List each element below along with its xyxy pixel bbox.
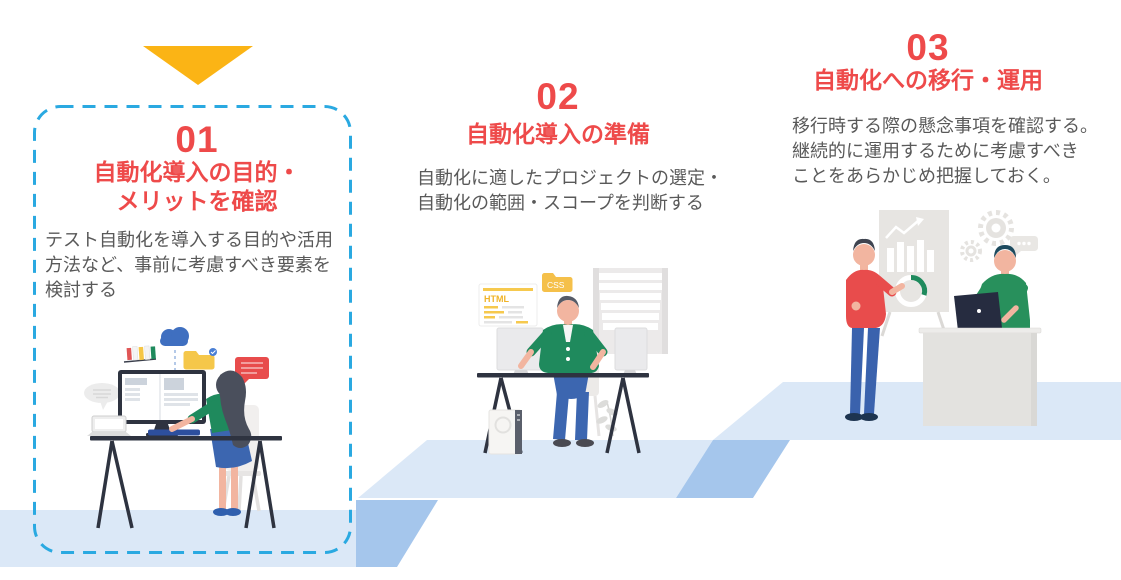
step-3-description-line-2: 継続的に運用するために考慮すべき bbox=[792, 141, 1079, 161]
step-2-platform bbox=[358, 440, 713, 498]
step-1-illustration bbox=[84, 327, 282, 529]
window-graphic bbox=[593, 268, 668, 354]
desktop-monitor bbox=[118, 370, 206, 437]
step-1-description-line-1: テスト自動化を導入する目的や活用 bbox=[45, 230, 333, 250]
step-1-2-riser bbox=[356, 500, 438, 567]
step-1-title-line-2: メリットを確認 bbox=[116, 188, 278, 214]
step-3-description-line-1: 移行時する際の懸念事項を確認する。 bbox=[792, 116, 1098, 136]
step-1-description: テスト自動化を導入する目的や活用 方法など、事前に考慮すべき要素を 検討する bbox=[45, 228, 333, 303]
step-1-title: 自動化導入の目的・ メリットを確認 bbox=[40, 158, 354, 216]
step-1-description-line-2: 方法など、事前に考慮すべき要素を bbox=[45, 255, 331, 275]
step-2-3-riser bbox=[676, 440, 790, 498]
folder-icon bbox=[183, 348, 217, 370]
step-3-illustration bbox=[845, 210, 1042, 426]
html-card: HTML bbox=[478, 283, 538, 327]
html-label: HTML bbox=[484, 294, 509, 304]
pc-tower bbox=[488, 409, 522, 455]
step-3-number: 03 bbox=[906, 27, 950, 68]
laptop bbox=[87, 415, 131, 436]
step-1-title-line-1: 自動化導入の目的・ bbox=[93, 159, 301, 185]
step-2-number: 02 bbox=[536, 76, 580, 117]
step-2-description-line-2: 自動化の範囲・スコープを判断する bbox=[417, 193, 704, 213]
step-3-description-line-3: ことをあらかじめ把握しておく。 bbox=[792, 166, 1061, 186]
step-3-title: 自動化への移行・運用 bbox=[808, 66, 1048, 95]
step-3-title-line-1: 自動化への移行・運用 bbox=[813, 67, 1043, 93]
step-1-number: 01 bbox=[175, 119, 219, 160]
donut-chart-arc bbox=[910, 274, 928, 296]
dots-speech-bubble-icon bbox=[1010, 236, 1038, 259]
gear-icon bbox=[960, 210, 1014, 262]
standing-desk bbox=[918, 327, 1042, 426]
step-2-title-line-1: 自動化導入の準備 bbox=[466, 121, 650, 147]
step-1-description-line-3: 検討する bbox=[45, 280, 117, 300]
monitor-right bbox=[614, 327, 648, 375]
step-2-illustration: HTML CSS bbox=[477, 268, 668, 455]
step-2-title: 自動化導入の準備 bbox=[438, 120, 678, 149]
speech-bubble-icon bbox=[84, 383, 120, 410]
person-man-developer bbox=[518, 295, 608, 447]
books-icon bbox=[123, 345, 157, 363]
step-3-description: 移行時する際の懸念事項を確認する。 継続的に運用するために考慮すべき ことをあら… bbox=[792, 114, 1098, 189]
css-label: CSS bbox=[547, 280, 565, 290]
step-2-description-line-1: 自動化に適したプロジェクトの選定・ bbox=[417, 168, 723, 188]
step-2-description: 自動化に適したプロジェクトの選定・ 自動化の範囲・スコープを判断する bbox=[417, 166, 723, 216]
css-folder-icon: CSS bbox=[542, 273, 573, 292]
person-man-presenter bbox=[845, 238, 905, 421]
whiteboard bbox=[879, 210, 949, 337]
